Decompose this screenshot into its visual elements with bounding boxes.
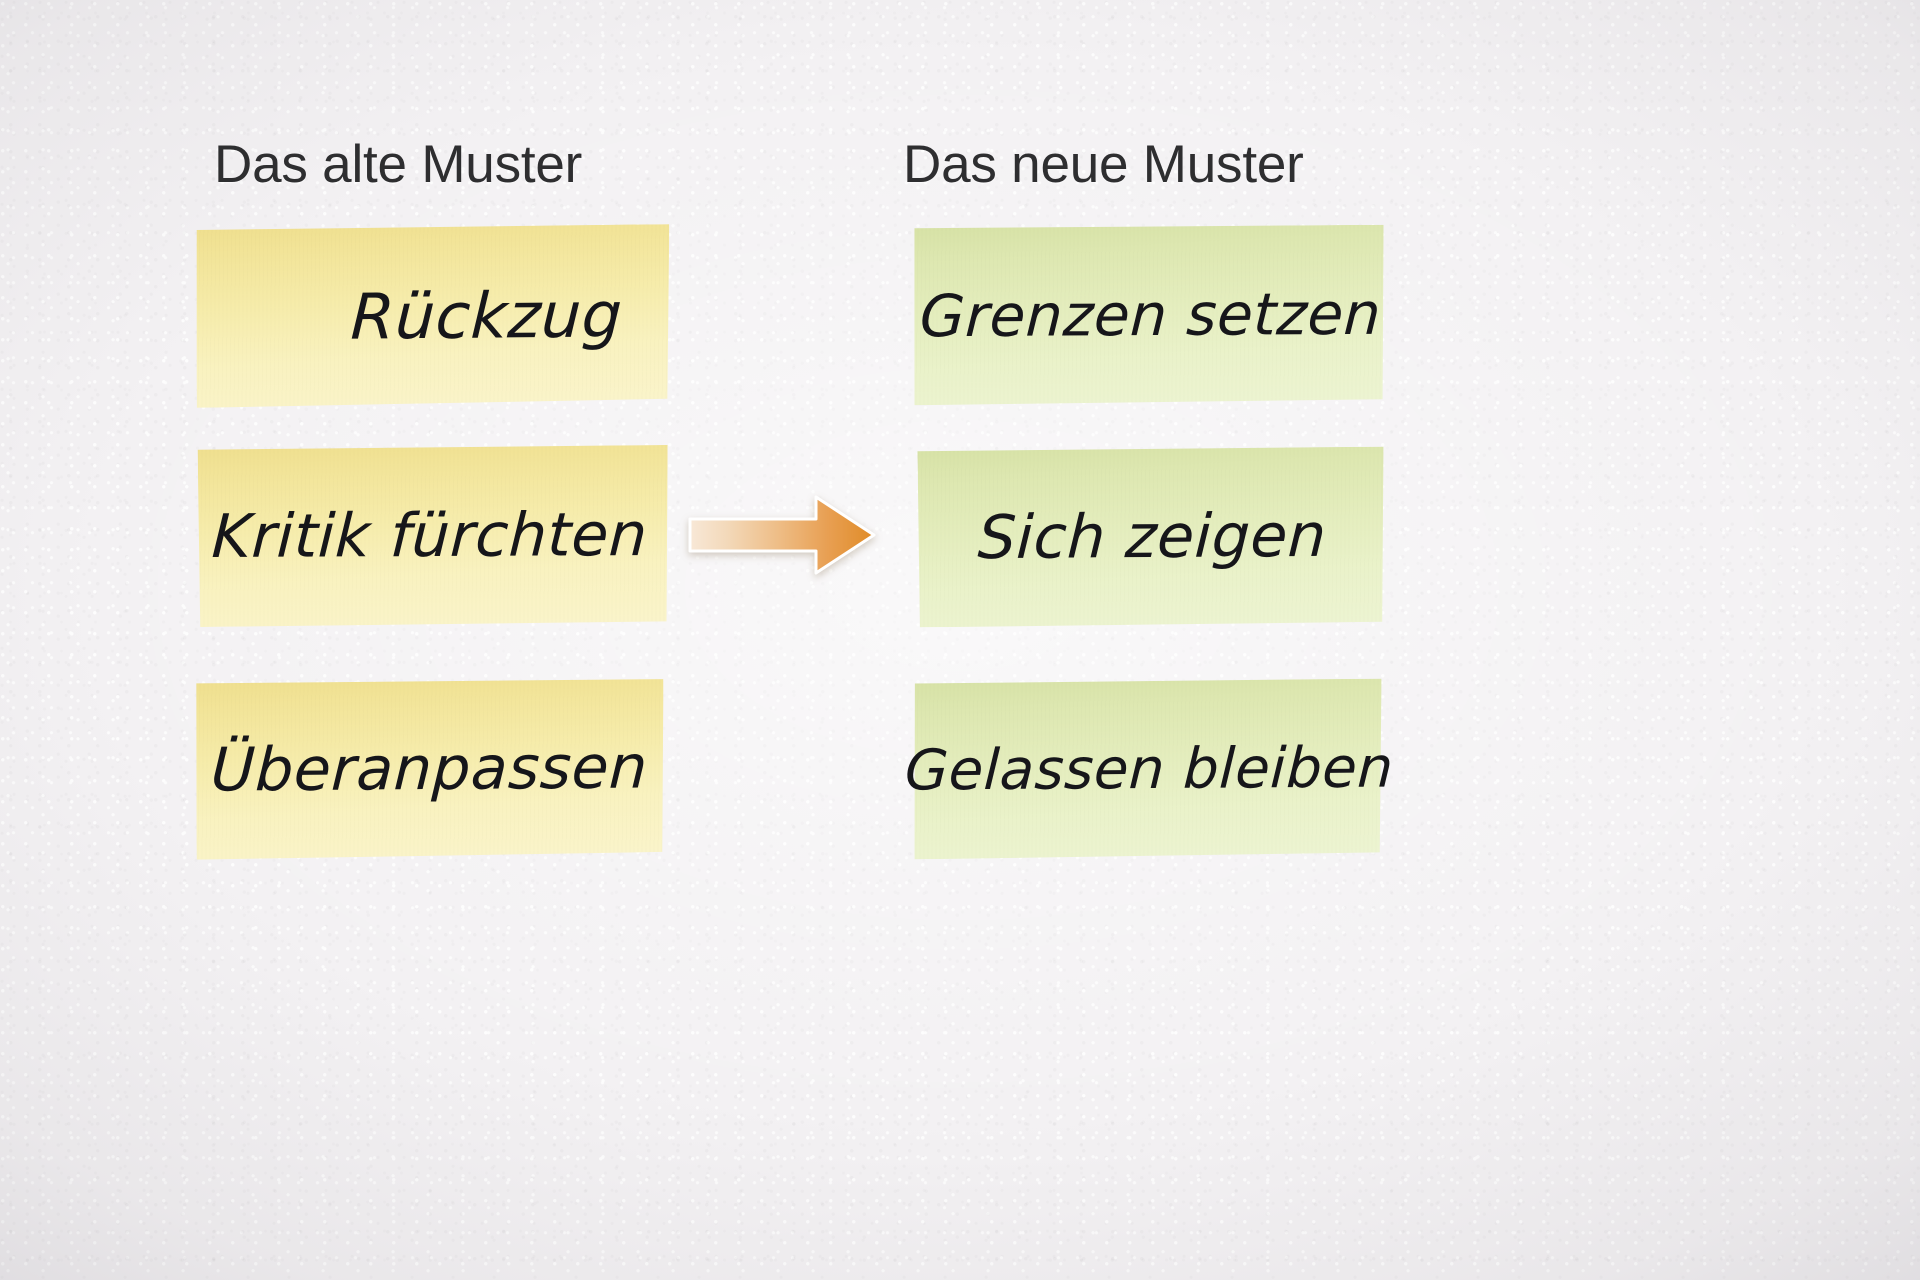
sticky-note-new-3[interactable]: Gelassen bleiben [903,679,1395,860]
sticky-note-old-2-label: Kritik fürchten [210,500,650,572]
sticky-note-old-1[interactable]: Rückzug [195,224,670,408]
sticky-note-old-3-label: Überanpassen [209,732,649,806]
sticky-note-new-1[interactable]: Grenzen setzen [914,225,1385,405]
sticky-note-new-2-label: Sich zeigen [976,500,1328,574]
column-heading-old: Das alte Muster [214,135,583,194]
sticky-note-new-3-label: Gelassen bleiben [903,734,1395,803]
sticky-note-old-2[interactable]: Kritik fürchten [198,445,669,627]
sticky-note-old-3[interactable]: Überanpassen [195,678,664,859]
sticky-note-new-2[interactable]: Sich zeigen [917,447,1384,628]
transformation-arrow-icon [688,495,876,575]
sticky-note-old-1-label: Rückzug [349,277,625,354]
sticky-note-new-1-label: Grenzen setzen [918,279,1384,351]
column-heading-new: Das neue Muster [903,135,1304,194]
